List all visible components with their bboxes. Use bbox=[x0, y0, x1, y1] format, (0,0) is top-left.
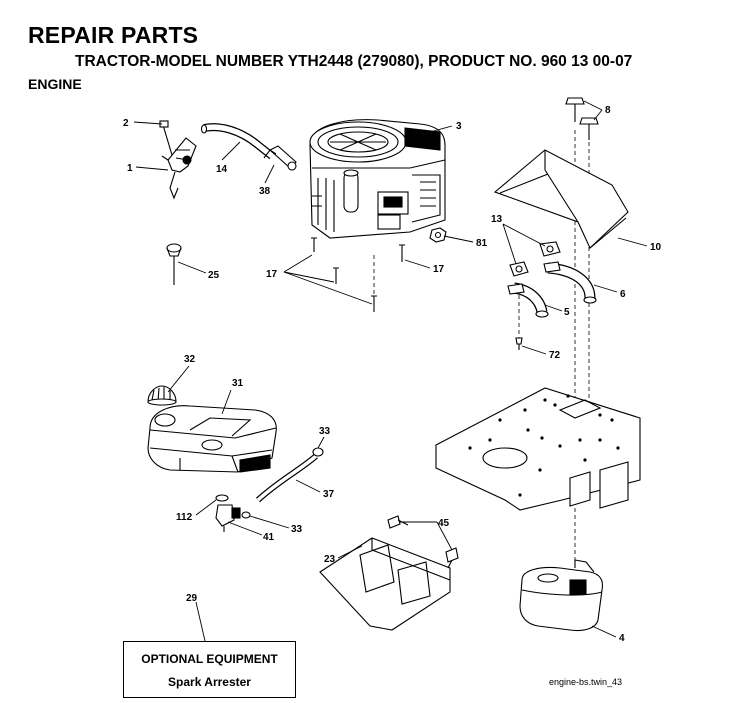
callout-37: 37 bbox=[323, 489, 335, 500]
callout-33-upper: 33 bbox=[319, 426, 331, 437]
fuel-tank-31 bbox=[147, 405, 277, 473]
section-heading: ENGINE bbox=[28, 76, 82, 92]
figure-code: engine-bs.twin_43 bbox=[549, 677, 623, 687]
leader-lines bbox=[133, 100, 648, 642]
callout-33-lower: 33 bbox=[291, 524, 303, 535]
optional-equipment-heading: OPTIONAL EQUIPMENT bbox=[141, 652, 278, 666]
muffler-4 bbox=[519, 559, 604, 632]
shutoff-valve-41 bbox=[215, 494, 241, 532]
callout-17-group: 17 bbox=[266, 269, 278, 280]
callout-4: 4 bbox=[619, 633, 625, 644]
heat-shield-10 bbox=[493, 149, 629, 249]
callout-8: 8 bbox=[605, 105, 611, 116]
fuel-line-37 bbox=[241, 447, 324, 519]
callout-81: 81 bbox=[476, 238, 488, 249]
callout-72: 72 bbox=[549, 350, 561, 361]
bolts-45 bbox=[387, 515, 459, 569]
callout-1: 1 bbox=[127, 163, 133, 174]
frame-plate bbox=[435, 387, 641, 511]
callout-38: 38 bbox=[259, 186, 271, 197]
optional-equipment-item: Spark Arrester bbox=[168, 675, 251, 689]
callout-41: 41 bbox=[263, 532, 275, 543]
callout-32: 32 bbox=[184, 354, 196, 365]
alignment-lines bbox=[373, 130, 590, 575]
heat-shield-23 bbox=[319, 537, 451, 631]
callout-25: 25 bbox=[208, 270, 220, 281]
screw-2 bbox=[159, 120, 173, 156]
callout-14: 14 bbox=[216, 164, 228, 175]
page-title: REPAIR PARTS bbox=[28, 22, 199, 48]
callout-5: 5 bbox=[564, 307, 570, 318]
callout-10: 10 bbox=[650, 242, 662, 253]
engine-3 bbox=[309, 119, 446, 239]
choke-knob-25 bbox=[166, 243, 182, 285]
callout-31: 31 bbox=[232, 378, 244, 389]
bolts-8 bbox=[565, 97, 599, 140]
fuel-line-14 bbox=[200, 123, 275, 160]
callout-2: 2 bbox=[123, 118, 129, 129]
bolts-17 bbox=[311, 237, 405, 312]
optional-equipment-box: OPTIONAL EQUIPMENT Spark Arrester bbox=[123, 641, 296, 698]
callout-23: 23 bbox=[324, 554, 336, 565]
callout-labels: 2 1 14 38 3 8 10 13 6 5 72 81 17 17 25 3… bbox=[123, 105, 662, 644]
fitting-38 bbox=[263, 145, 297, 171]
callout-112: 112 bbox=[176, 512, 193, 523]
exhaust-pipes bbox=[512, 262, 597, 318]
callout-6: 6 bbox=[620, 289, 626, 300]
callout-29: 29 bbox=[186, 593, 198, 604]
throttle-control bbox=[161, 137, 197, 200]
callout-45: 45 bbox=[438, 518, 450, 529]
callout-17: 17 bbox=[433, 264, 445, 275]
nut-81 bbox=[429, 227, 447, 243]
gaskets-13 bbox=[507, 241, 561, 295]
screw-72 bbox=[515, 337, 523, 350]
callout-3: 3 bbox=[456, 121, 462, 132]
model-subtitle: TRACTOR-MODEL NUMBER YTH2448 (279080), P… bbox=[75, 53, 633, 70]
callout-13: 13 bbox=[491, 214, 503, 225]
fuel-cap-32 bbox=[147, 385, 177, 406]
